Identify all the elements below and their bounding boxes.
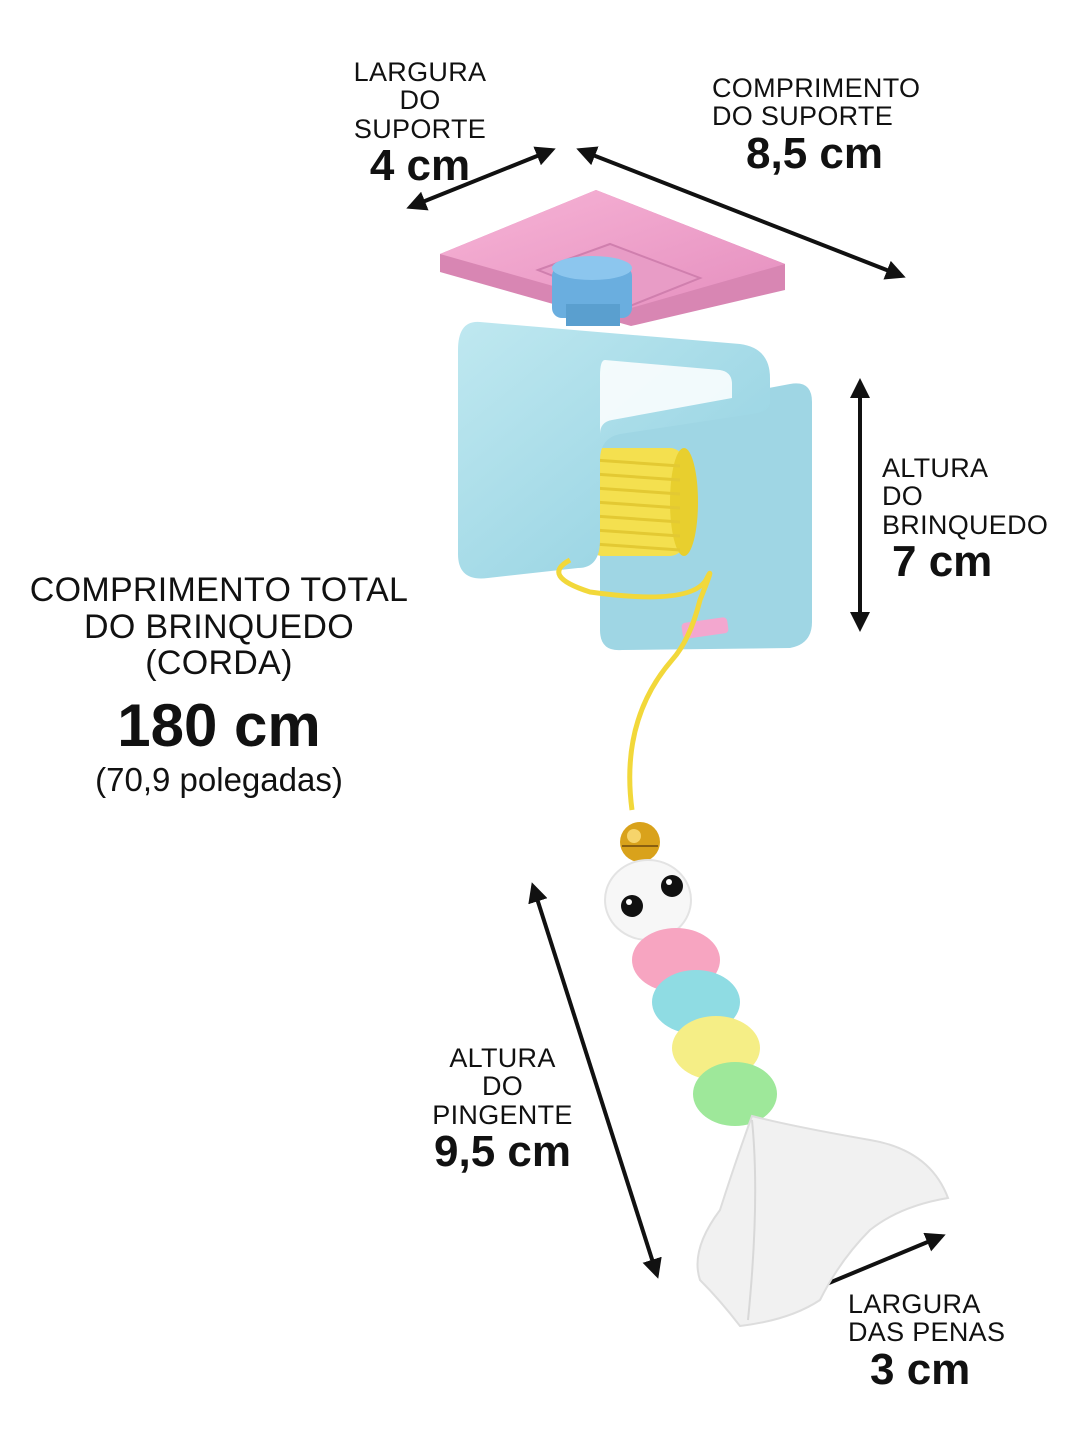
toy-height-caption-1: ALTURA [882, 453, 989, 483]
toy-height-value: 7 cm [892, 537, 993, 587]
bracket-width-arrow [406, 146, 556, 211]
toy-string [556, 557, 713, 811]
bracket-length-caption-2: DO SUPORTE [712, 101, 894, 132]
feather [696, 1114, 950, 1328]
total-length-caption-2: DO BRINQUEDO [84, 607, 354, 646]
bracket-width-label: LARGURA DO SUPORTE 4 cm [335, 58, 505, 189]
total-length-caption-1: COMPRIMENTO TOTAL [29, 571, 409, 609]
total-length-value: 180 cm [117, 692, 321, 760]
spool [588, 448, 698, 556]
feather-width-caption-2: DAS PENAS [848, 1317, 1006, 1348]
pendant-height-caption-2: DO PINGENTE [432, 1071, 573, 1130]
pendant-height-arrow [528, 882, 662, 1279]
bracket-length-label: COMPRIMENTO DO SUPORTE 8,5 cm [712, 74, 952, 177]
reel-body [458, 321, 812, 651]
bell [620, 822, 660, 862]
bracket-length-value: 8,5 cm [746, 128, 883, 178]
pendant-height-caption-1: ALTURA [449, 1043, 556, 1073]
caterpillar-pendant [604, 859, 777, 1126]
bracket-length-caption-1: COMPRIMENTO [712, 73, 921, 103]
bracket-width-caption-1: LARGURA [353, 57, 487, 87]
total-length-inches: (70,9 polegadas) [95, 761, 343, 799]
bracket-width-value: 4 cm [369, 141, 471, 191]
pendant-height-value: 9,5 cm [434, 1127, 571, 1177]
swivel-connector [552, 256, 632, 326]
toy-height-caption-2: DO BRINQUEDO [882, 481, 1049, 540]
toy-height-label: ALTURA DO BRINQUEDO 7 cm [882, 454, 1087, 585]
feather-width-label: LARGURA DAS PENAS 3 cm [848, 1290, 1008, 1393]
total-length-caption-3: (CORDA) [145, 644, 293, 683]
bracket-length-arrow [576, 146, 906, 280]
total-length-label: COMPRIMENTO TOTAL DO BRINQUEDO (CORDA) 1… [14, 572, 424, 798]
pendant-height-label: ALTURA DO PINGENTE 9,5 cm [410, 1044, 595, 1175]
feather-width-caption-1: LARGURA [848, 1289, 981, 1319]
feather-width-value: 3 cm [870, 1344, 971, 1394]
bracket-width-caption-2: DO SUPORTE [353, 85, 487, 144]
